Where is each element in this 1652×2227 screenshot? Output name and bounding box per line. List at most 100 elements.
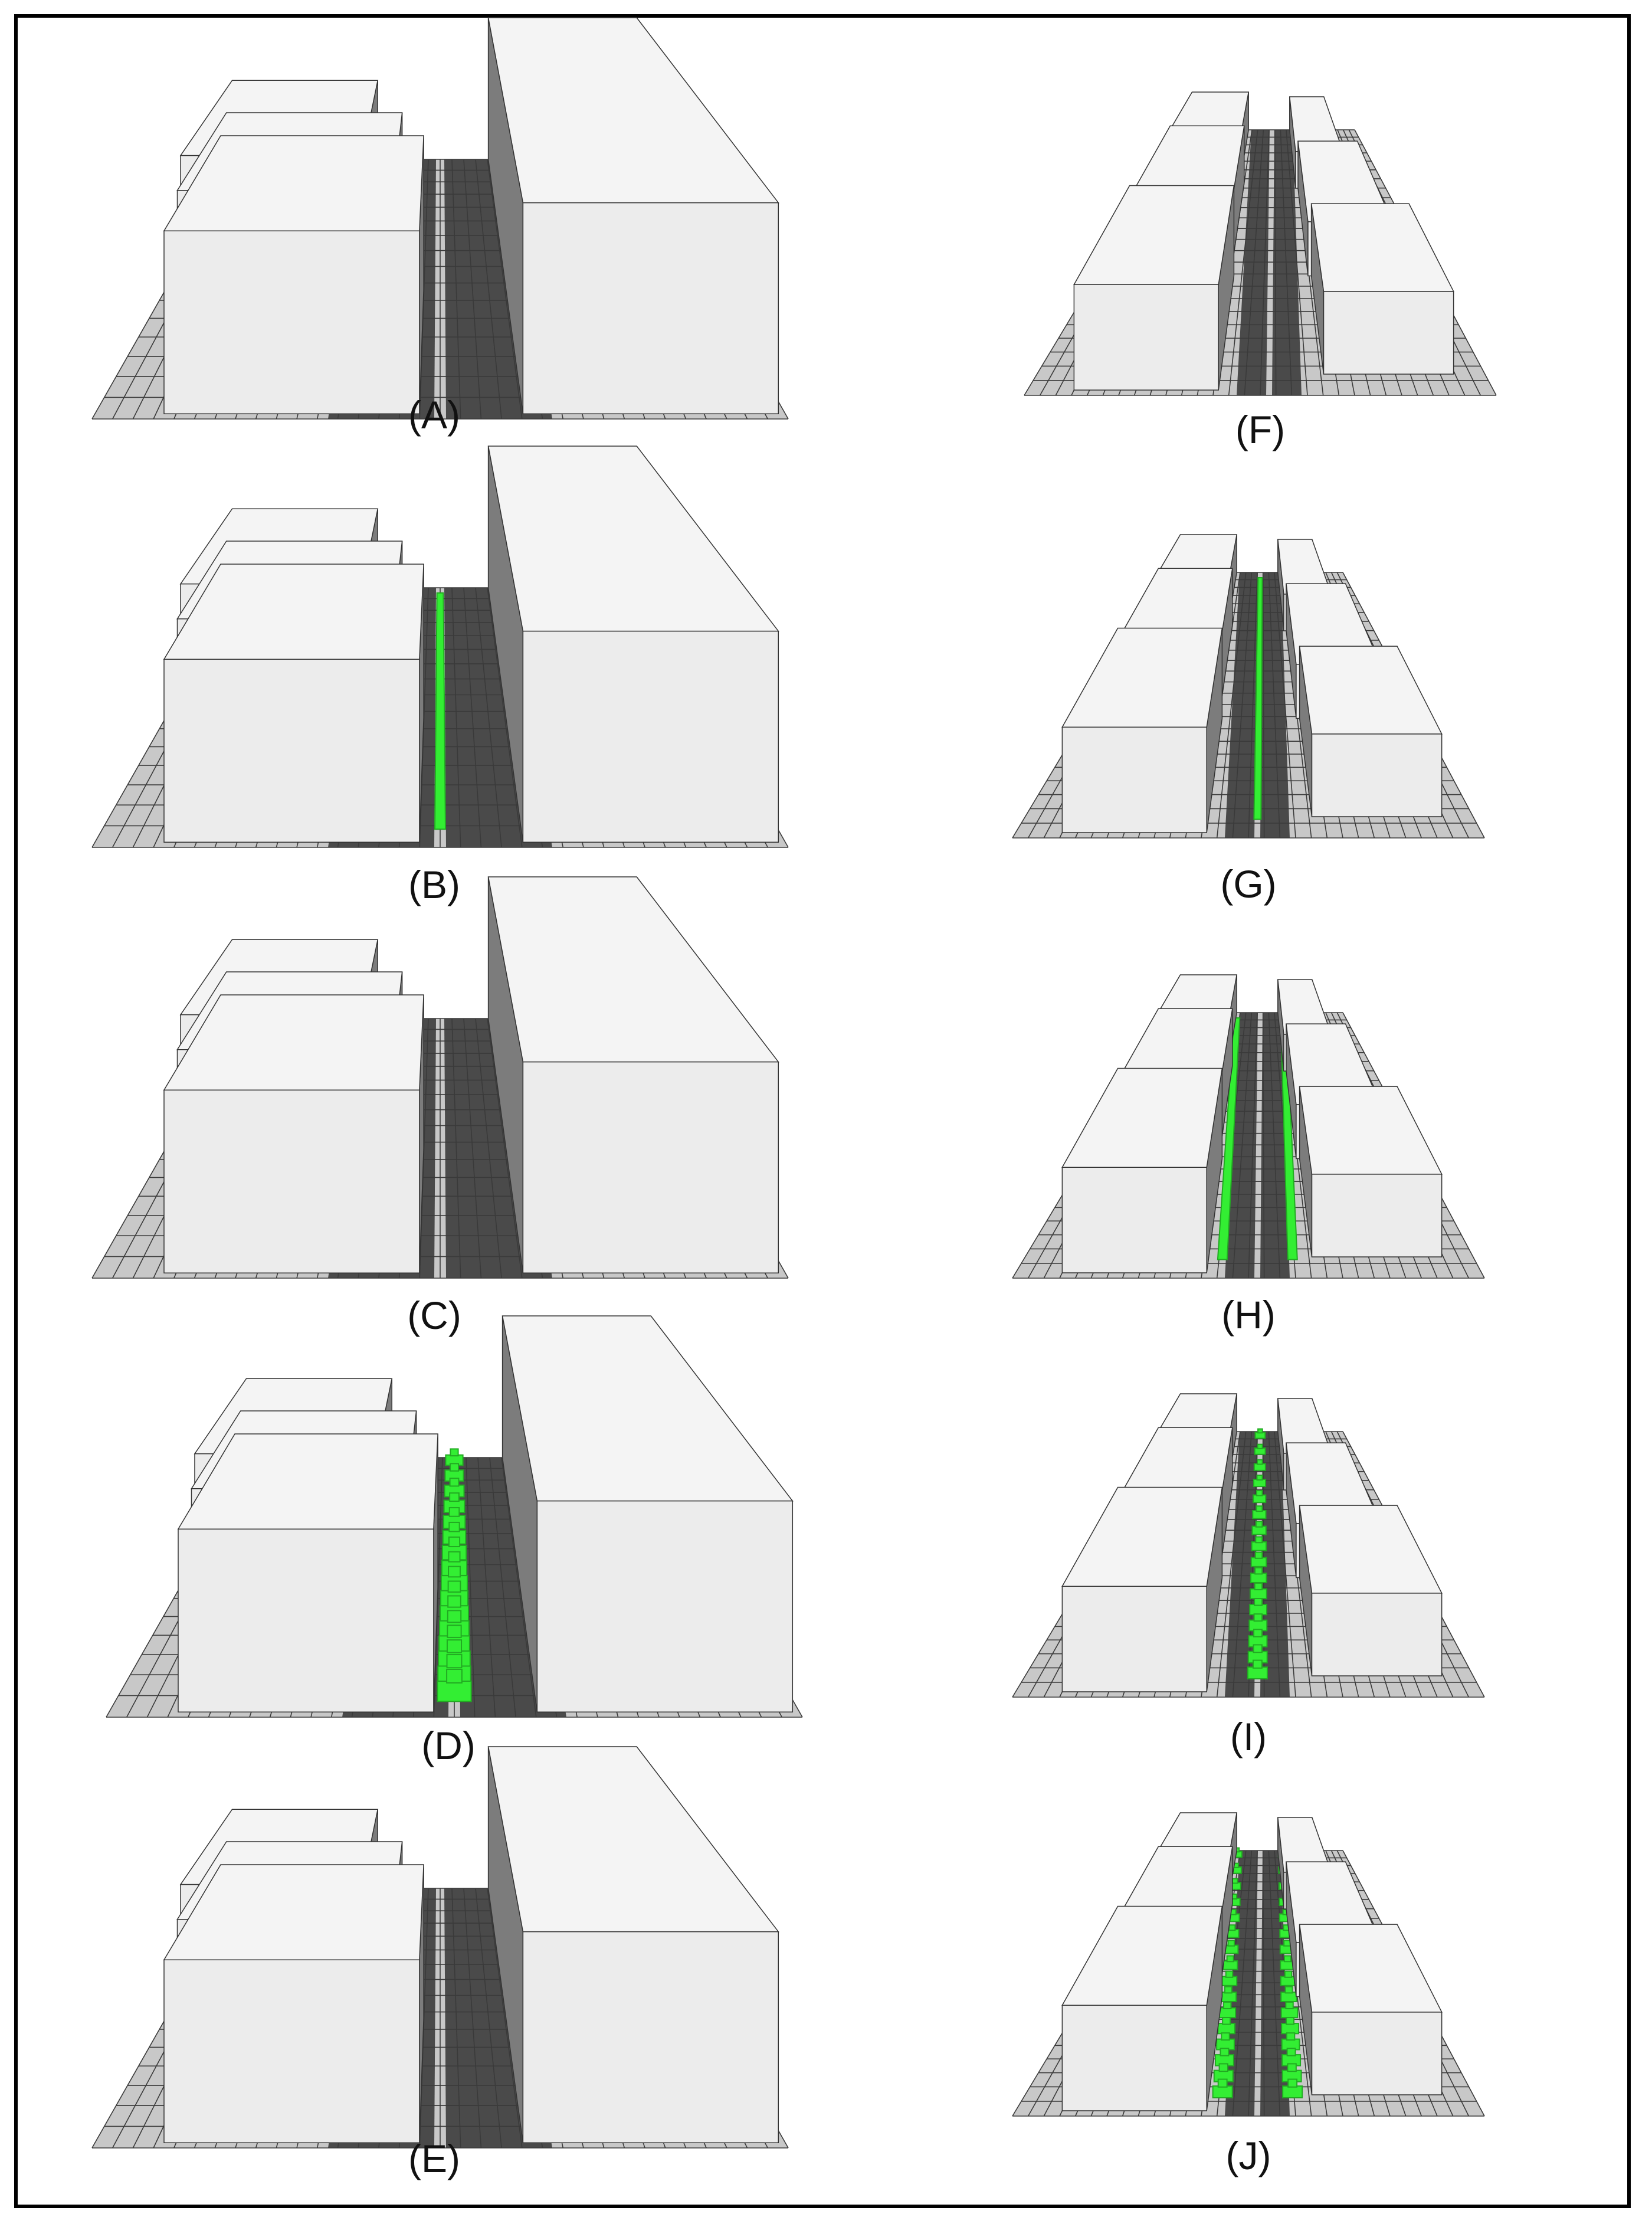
grid-line — [451, 1888, 461, 2149]
side-tree-left — [1228, 1924, 1236, 1931]
median-hedge — [1253, 577, 1263, 820]
building-front-face — [1061, 2005, 1207, 2111]
building-roof — [1299, 1086, 1443, 1175]
caption-c: (C) — [407, 1293, 461, 1337]
side-tree-left — [1220, 2048, 1230, 2056]
building-front-face — [178, 1528, 434, 1712]
grid-line — [451, 159, 461, 420]
side-tree-left — [1227, 1940, 1235, 1947]
scene-j — [1012, 1812, 1485, 2117]
median-tree — [1254, 1582, 1263, 1590]
building-roof — [1061, 1067, 1223, 1168]
building-roof — [1073, 185, 1235, 285]
building-front-face — [536, 1500, 794, 1712]
building-front-face — [163, 1959, 420, 2143]
median-tree — [1250, 1588, 1267, 1600]
grid-line — [463, 159, 482, 420]
panel-b — [91, 446, 789, 871]
median-tree — [1257, 1428, 1263, 1434]
building-roof — [1061, 1905, 1223, 2006]
grid-line — [475, 1018, 502, 1279]
median-hedge — [434, 592, 447, 830]
grid-line — [463, 587, 482, 848]
building-front-face — [522, 1931, 779, 2143]
building-roof — [1310, 203, 1454, 292]
building-roof — [487, 446, 779, 632]
side-tree-right — [1287, 2078, 1298, 2088]
caption-b: (B) — [408, 863, 460, 906]
median-tree — [1249, 1604, 1267, 1616]
side-tree-left — [1226, 1955, 1234, 1963]
grid-line — [475, 159, 502, 420]
panel-g — [1012, 531, 1485, 867]
grid-line — [475, 587, 502, 848]
building-front-face — [1073, 284, 1219, 391]
caption-g: (G) — [1220, 862, 1277, 906]
side-tree-right — [1282, 2085, 1303, 2098]
side-tree-right — [1286, 2032, 1296, 2041]
median-tree — [448, 1507, 460, 1517]
grid-line — [477, 1457, 496, 1718]
scene-h — [1012, 974, 1485, 1279]
median-tree — [447, 1595, 461, 1608]
panel-h — [1012, 971, 1485, 1308]
median-tree — [450, 1463, 459, 1472]
scene-d — [106, 1315, 803, 1718]
side-hedge-left — [1217, 1017, 1241, 1260]
caption-a: (A) — [408, 393, 460, 437]
building-front-face — [1311, 1174, 1443, 1257]
scene-a — [91, 17, 789, 420]
side-tree-left — [1217, 2023, 1236, 2035]
scene-g — [1012, 534, 1485, 839]
building-roof — [1299, 646, 1443, 735]
side-tree-left — [1224, 1986, 1233, 1994]
side-tree-left — [1221, 2032, 1230, 2041]
median-tree — [446, 1639, 463, 1653]
side-tree-right — [1285, 2001, 1294, 2009]
building-front-face — [1311, 2012, 1443, 2095]
side-tree-left — [1225, 1970, 1234, 1978]
side-tree-left — [1231, 1878, 1238, 1884]
building-front-face — [163, 659, 420, 843]
side-tree-right — [1280, 1992, 1297, 2002]
median-tree — [447, 1580, 461, 1593]
panel-f — [1024, 89, 1497, 425]
scene-b — [91, 446, 789, 848]
median-tree — [1254, 1551, 1263, 1559]
grid-line — [501, 1457, 537, 1718]
grid-line — [451, 587, 461, 848]
side-tree-left — [1217, 2078, 1228, 2088]
side-tree-left — [1212, 2085, 1233, 2098]
median-tree — [1256, 1505, 1263, 1512]
median-tree — [1255, 1521, 1263, 1528]
median-tree — [448, 1551, 461, 1563]
caption-f: (F) — [1235, 408, 1286, 451]
building-roof — [1299, 1924, 1443, 2013]
building-roof — [487, 17, 779, 204]
side-tree-left — [1218, 2007, 1237, 2019]
median-tree — [1256, 1474, 1263, 1481]
median-tree — [449, 1492, 460, 1502]
grid-line — [466, 1457, 476, 1718]
building-front-face — [1061, 1586, 1207, 1692]
median-tree — [449, 1478, 460, 1487]
side-tree-left — [1222, 2017, 1231, 2025]
side-tree-right — [1281, 2023, 1299, 2035]
building-roof — [1299, 1505, 1443, 1594]
median-tree — [1254, 1598, 1263, 1606]
median-tree — [1250, 1573, 1267, 1583]
side-tree-right — [1286, 2048, 1296, 2056]
caption-i: (I) — [1230, 1715, 1267, 1758]
figure-frame: (A) (B) (C) (D) (E) (F) (G) (H) (I) (J) — [14, 14, 1631, 2208]
side-tree-right — [1286, 2017, 1295, 2025]
median-tree — [448, 1536, 461, 1548]
median-tree — [447, 1610, 462, 1623]
median-tree — [448, 1566, 461, 1578]
building-front-face — [1323, 291, 1454, 375]
median-tree — [437, 1681, 472, 1702]
building-roof — [1061, 1486, 1223, 1587]
side-tree-left — [1218, 2063, 1228, 2072]
side-tree-left — [1220, 1992, 1237, 2002]
side-tree-right — [1287, 2063, 1297, 2072]
median-tree — [1253, 1629, 1263, 1638]
